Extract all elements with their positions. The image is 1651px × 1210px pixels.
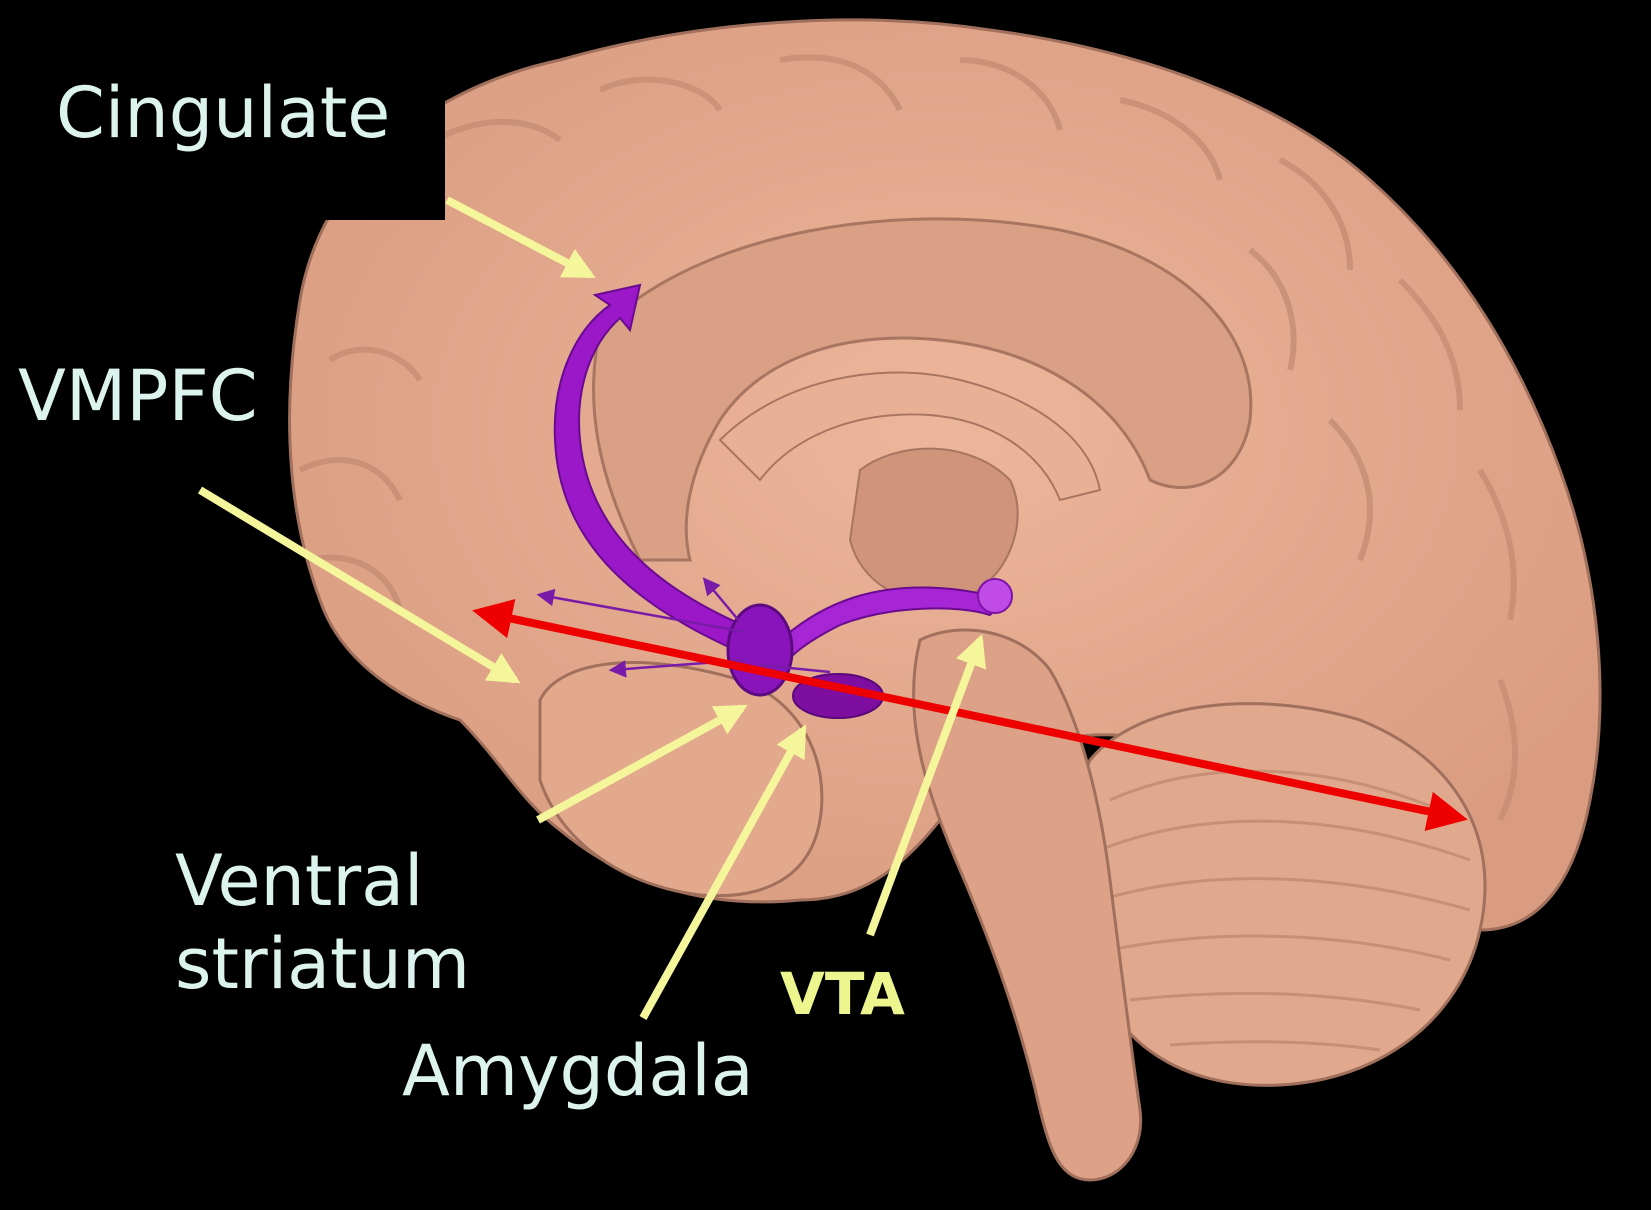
amygdala-label: Amygdala [402, 1030, 754, 1113]
vta-label: VTA [780, 960, 905, 1028]
ventral-striatum-label-line1: Ventral [175, 840, 470, 923]
ventral-striatum-label: Ventral striatum [175, 840, 470, 1005]
ventral-striatum-label-line2: striatum [175, 923, 470, 1006]
vta-node [978, 579, 1012, 613]
cingulate-label: Cingulate [56, 72, 390, 155]
vmpfc-label: VMPFC [18, 355, 258, 438]
cerebellum [1077, 704, 1485, 1086]
